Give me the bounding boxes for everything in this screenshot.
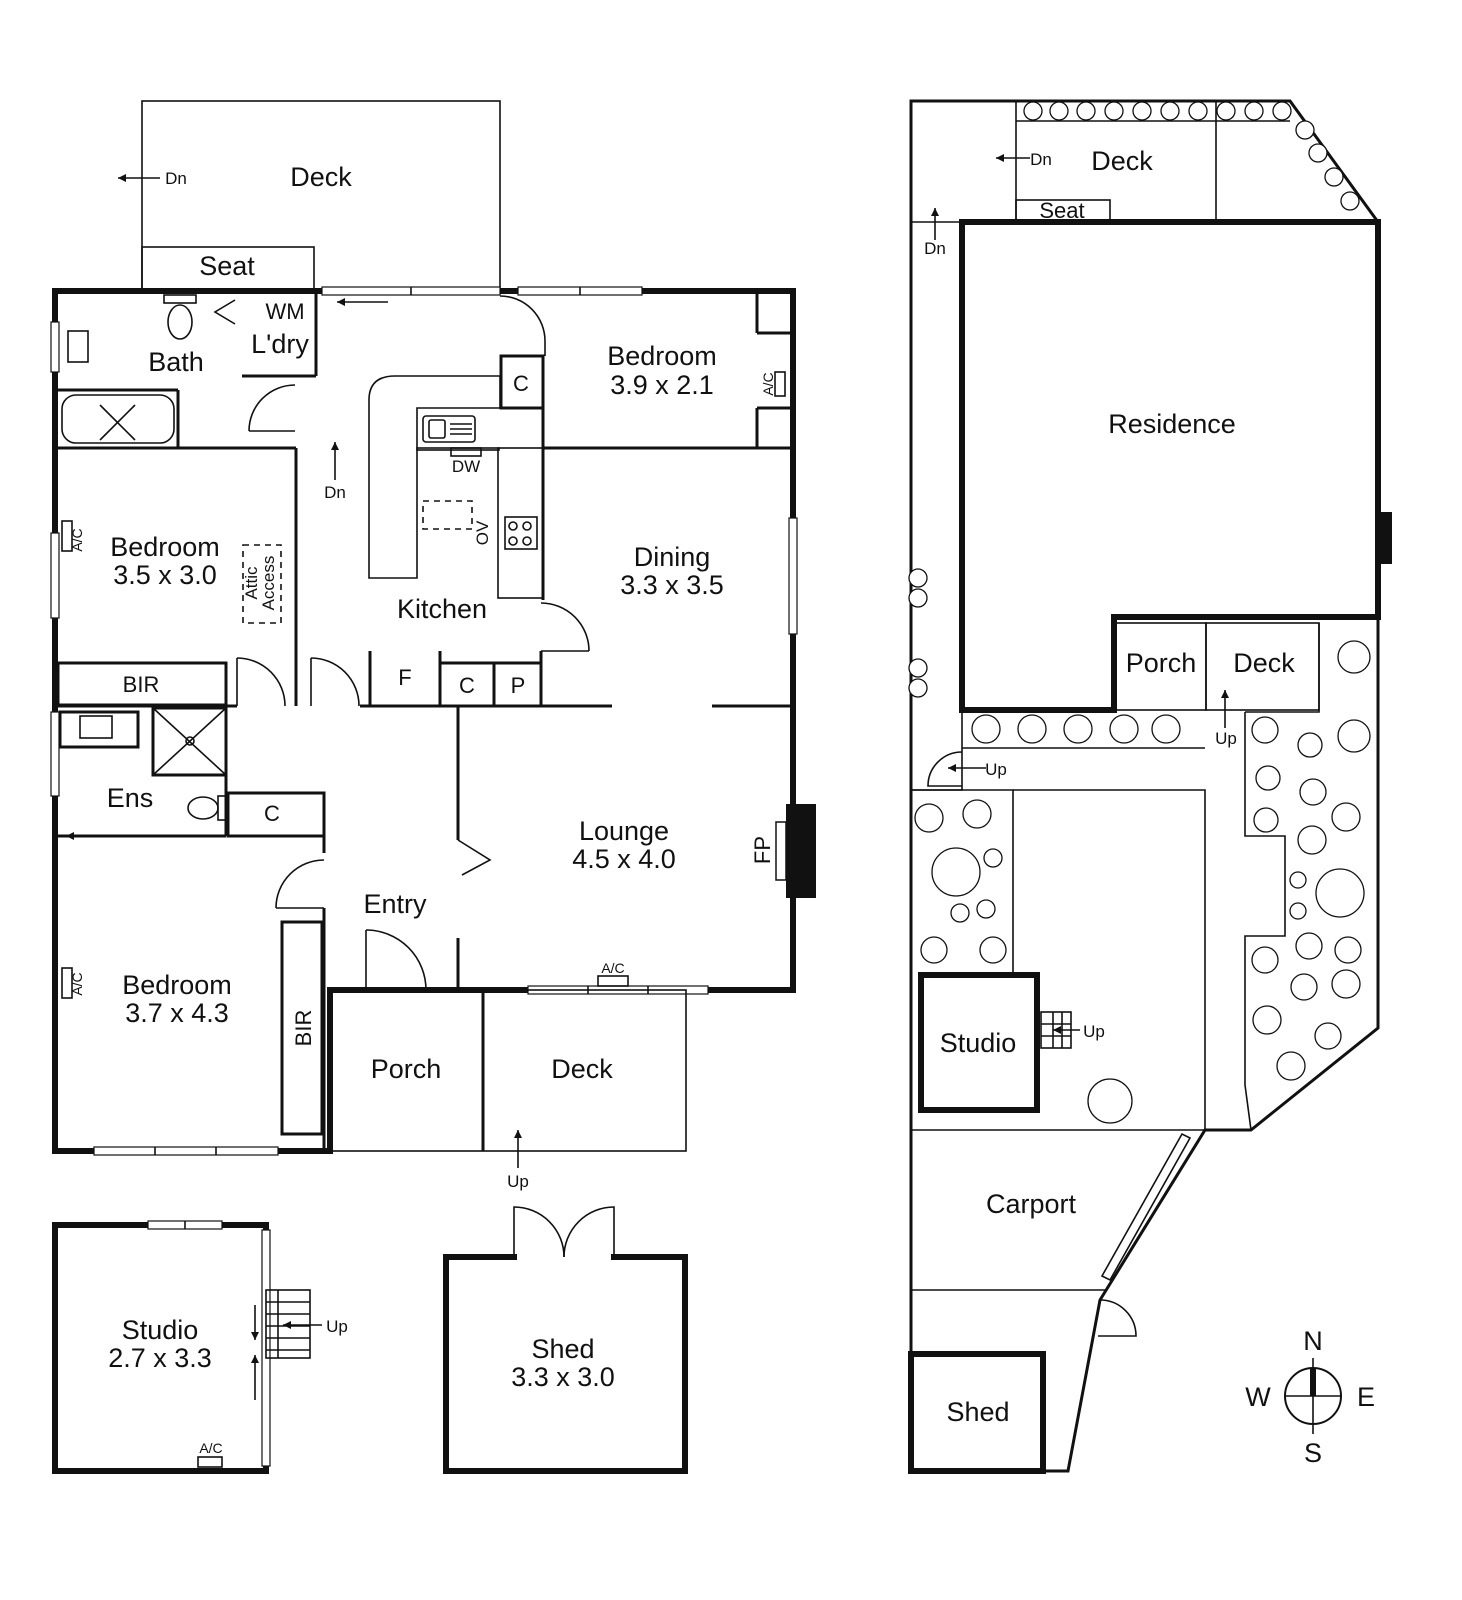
bedroom-sw-name: Bedroom <box>122 970 232 1000</box>
site-trees <box>908 101 1371 1124</box>
site-deck-front-label: Deck <box>1233 648 1295 678</box>
ac-sw-label: A/C <box>69 972 85 995</box>
ac-w-label: A/C <box>69 528 85 551</box>
site-deck-label: Deck <box>1091 146 1153 176</box>
shed-dims: 3.3 x 3.0 <box>511 1362 615 1392</box>
ac-lounge-label: A/C <box>601 960 624 976</box>
wm-label: WM <box>265 299 304 324</box>
site-up-studio-label: Up <box>1083 1022 1105 1041</box>
site-seat-label: Seat <box>1039 198 1084 223</box>
fridge-label: F <box>398 665 411 690</box>
site-dn-side-label: Dn <box>924 239 946 258</box>
studio-dims: 2.7 x 3.3 <box>108 1343 212 1373</box>
seat-label: Seat <box>199 251 255 281</box>
ac-ne-label: A/C <box>760 372 776 395</box>
studio-up-label: Up <box>326 1317 348 1336</box>
compass-e: E <box>1357 1382 1375 1412</box>
lounge-dims: 4.5 x 4.0 <box>572 844 676 874</box>
attic-label: Attic <box>242 566 261 600</box>
bir-top-label: BIR <box>123 672 160 697</box>
bedroom-ne-dims: 3.9 x 2.1 <box>610 370 714 400</box>
studio-ac-label: A/C <box>199 1440 222 1456</box>
access-label: Access <box>259 556 278 611</box>
studio-name: Studio <box>122 1315 199 1345</box>
dn-kitchen-label: Dn <box>324 483 346 502</box>
entry-label: Entry <box>363 889 427 919</box>
dining-dims: 3.3 x 3.5 <box>620 570 724 600</box>
ensuite-label: Ens <box>107 783 154 813</box>
shed-plan: Shed 3.3 x 3.0 <box>443 1206 688 1474</box>
bedroom-sw-dims: 3.7 x 4.3 <box>125 998 229 1028</box>
compass-s: S <box>1304 1438 1322 1468</box>
bir-sw-label: BIR <box>291 1010 316 1047</box>
porch-label: Porch <box>371 1054 442 1084</box>
site-plan: Deck Dn Seat Dn Residence Porch Deck Up … <box>908 99 1392 1474</box>
residence-label: Residence <box>1108 409 1236 439</box>
up-front-label: Up <box>507 1172 529 1191</box>
bedroom-w-name: Bedroom <box>110 532 220 562</box>
rear-deck-label: Deck <box>290 162 352 192</box>
dw-label: DW <box>452 457 480 476</box>
shed-name: Shed <box>531 1334 594 1364</box>
site-up-side-label: Up <box>985 760 1007 779</box>
compass: N S E W <box>1245 1326 1375 1468</box>
dn-deck-label: Dn <box>165 169 187 188</box>
ensuite-c-label: C <box>264 801 280 826</box>
site-shed-label: Shed <box>946 1397 1009 1427</box>
front-deck-label: Deck <box>551 1054 613 1084</box>
kitchen-cupboard-label: C <box>513 371 529 396</box>
dining-name: Dining <box>634 542 711 572</box>
bedroom-w-dims: 3.5 x 3.0 <box>113 560 217 590</box>
studio-plan: Studio 2.7 x 3.3 Up A/C <box>52 1220 348 1474</box>
pantry-c-label: C <box>459 673 475 698</box>
pantry-label: P <box>511 673 526 698</box>
compass-w: W <box>1245 1382 1271 1412</box>
laundry-label: L'dry <box>251 329 309 359</box>
carport-label: Carport <box>986 1189 1077 1219</box>
site-up-deck-label: Up <box>1215 729 1237 748</box>
site-studio-label: Studio <box>940 1028 1017 1058</box>
fp-label: FP <box>750 836 775 864</box>
bath-label: Bath <box>148 347 204 377</box>
lounge-name: Lounge <box>579 816 669 846</box>
bedroom-ne-name: Bedroom <box>607 341 717 371</box>
main-house: Deck Seat Dn WM L'dry Bath C Bedroom 3.9… <box>50 100 816 1191</box>
site-porch-label: Porch <box>1126 648 1197 678</box>
compass-n: N <box>1303 1326 1323 1356</box>
site-dn-deck-label: Dn <box>1030 150 1052 169</box>
kitchen-label: Kitchen <box>397 594 487 624</box>
rear-deck <box>141 100 501 292</box>
ov-label: OV <box>473 520 492 545</box>
